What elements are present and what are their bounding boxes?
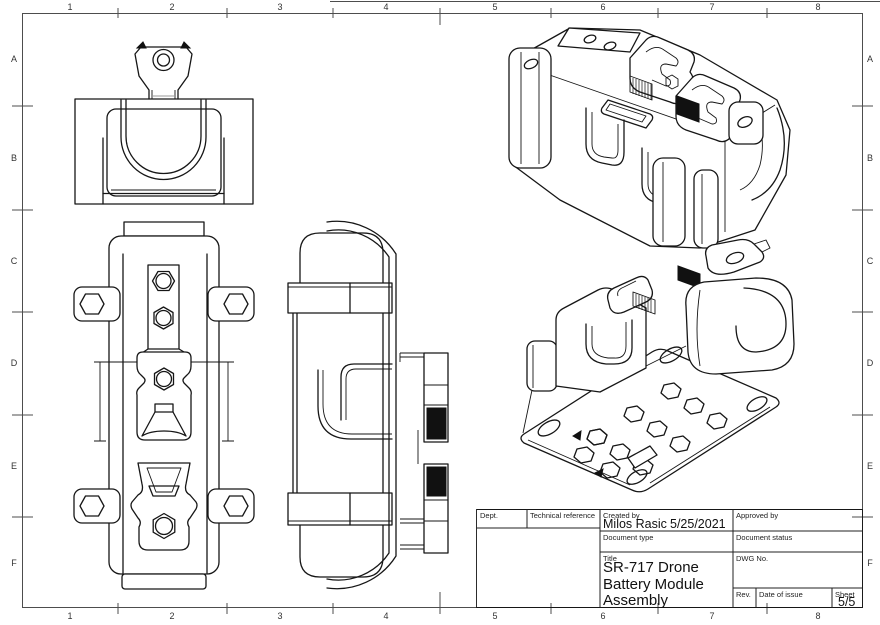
rev-label: Rev. <box>736 590 751 599</box>
created-by-value: Milos Rasic <box>603 517 667 531</box>
grid-row-label: E <box>11 461 17 471</box>
grid-row-label: D <box>867 358 874 368</box>
grid-column-label: 6 <box>600 2 605 12</box>
approved-by-label: Approved by <box>736 511 779 520</box>
grid-column-label: 5 <box>492 2 497 12</box>
grid-column-label: 8 <box>815 611 820 621</box>
grid-column-label: 8 <box>815 2 820 12</box>
technical-reference-label: Technical reference <box>530 511 596 520</box>
grid-row-label: B <box>11 153 17 163</box>
sheet-label: Sheet <box>835 590 855 599</box>
sheet-frame: 1 2 3 4 5 6 7 8 1 2 3 4 5 6 7 8 A B C D … <box>11 1 880 621</box>
document-status-label: Document status <box>736 533 793 542</box>
grid-row-label: B <box>867 153 873 163</box>
grid-column-label: 1 <box>67 2 72 12</box>
grid-row-label: C <box>867 256 874 266</box>
grid-row-label: C <box>11 256 18 266</box>
grid-row-label: F <box>11 558 17 568</box>
grid-row-label: A <box>867 54 873 64</box>
created-by-label: Created by <box>603 511 640 520</box>
grid-column-label: 4 <box>383 2 388 12</box>
grid-column-label: 6 <box>600 611 605 621</box>
grid-column-label: 4 <box>383 611 388 621</box>
title-label: Title <box>603 554 617 563</box>
side-view-drawing <box>287 220 449 590</box>
grid-column-label: 2 <box>169 611 174 621</box>
grid-column-label: 7 <box>709 2 714 12</box>
grid-column-label: 7 <box>709 611 714 621</box>
grid-row-label: F <box>867 558 873 568</box>
grid-column-label: 3 <box>277 2 282 12</box>
front-view-drawing <box>74 41 254 205</box>
hex-boss-pattern <box>573 382 728 479</box>
dwg-no-label: DWG No. <box>736 554 769 563</box>
sheet-number-value: 5/5 <box>838 595 856 609</box>
frame-border <box>22 13 863 608</box>
grid-column-label: 2 <box>169 2 174 12</box>
plan-view-drawing <box>73 221 255 590</box>
grid-row-label: A <box>11 54 17 64</box>
iso-bottom-view-drawing <box>520 238 795 493</box>
title-block-grid <box>476 509 863 608</box>
created-date-value: 5/25/2021 <box>670 517 726 531</box>
dept-label: Dept. <box>480 511 498 520</box>
battery-clamp-2 <box>675 73 742 143</box>
drawing-title: SR-717 Drone Battery Module Assembly <box>603 559 704 609</box>
document-type-label: Document type <box>603 533 654 542</box>
grid-column-label: 3 <box>277 611 282 621</box>
grid-column-label: 5 <box>492 611 497 621</box>
grid-row-label: E <box>867 461 873 471</box>
date-of-issue-label: Date of issue <box>759 590 803 599</box>
grid-row-label: D <box>11 358 18 368</box>
iso-assembly-view-drawing <box>508 27 791 249</box>
grid-column-label: 1 <box>67 611 72 621</box>
